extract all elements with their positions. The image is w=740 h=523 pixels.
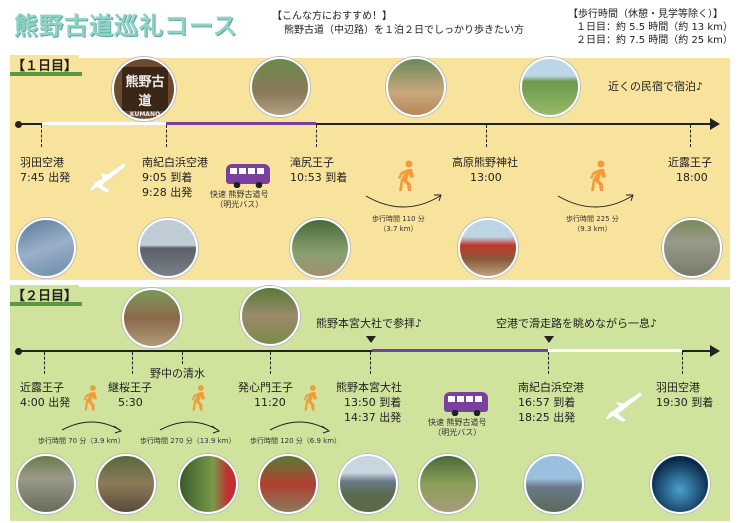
marker-hongu <box>366 336 376 343</box>
photo-d2-tsugizakura-torii <box>96 454 156 514</box>
day2-arrowhead <box>710 345 720 357</box>
day1-bus-label: 快速 熊野古道号 （明光バス） <box>210 190 269 209</box>
airplane-icon <box>89 162 127 194</box>
stop-d2-shirahama: 南紀白浜空港 16:57 到着 18:25 出発 <box>518 381 584 424</box>
photo-hongu-grounds <box>338 454 398 514</box>
day1-arrowhead <box>710 118 720 130</box>
photo-shirahama-runway <box>524 454 584 514</box>
page-title: 熊野古道巡礼コース <box>14 12 238 40</box>
photo-takijiri-torii <box>290 218 350 278</box>
walk-arc-d2-2 <box>159 421 221 434</box>
walk-arc-d2-1 <box>61 421 123 434</box>
photo-kumano-kodo-sign: 熊野古道 KUMANO KODO <box>112 57 176 121</box>
walking-person-icon <box>398 160 414 191</box>
day1-note: 近くの民宿で宿泊♪ <box>608 80 704 93</box>
day2-flight-segment <box>548 349 682 352</box>
walk-label-2: 歩行時間 225 分 （9.3 km） <box>566 215 619 233</box>
walking-time-day2: ２日目：約 7.5 時間（約 25 km） <box>576 35 733 46</box>
sign-sub: KUMANO KODO <box>129 111 161 119</box>
stop-hongu-taisha: 熊野本宮大社 13:50 到着 14:37 出発 <box>336 381 402 424</box>
tick-d2-nonaka <box>182 352 183 364</box>
photo-chikatsuyu-stone <box>662 218 722 278</box>
recommend-box: 【こんな方におすすめ！】 熊野古道（中辺路）を１泊２日でしっかり歩きたい方 <box>272 10 524 38</box>
day1-start-dot <box>15 121 22 128</box>
stop-takahara: 高原熊野神社 13:00 <box>452 156 518 184</box>
day1-label-underline <box>10 72 82 76</box>
bus-icon <box>226 164 270 188</box>
bus-icon <box>444 392 488 416</box>
photo-haneda-night <box>650 454 710 514</box>
tick-chikatsuyu <box>690 125 691 147</box>
photo-takahara-shrine <box>458 218 518 278</box>
photo-hosshinmon <box>258 454 318 514</box>
walk-label-d2-2: 歩行時間 270 分（13.9 km） <box>140 437 236 445</box>
walk-arc-d2-3 <box>269 421 331 434</box>
walk-arc-1 <box>365 194 442 208</box>
walk-label-1: 歩行時間 110 分 （3.7 km） <box>372 215 425 233</box>
tick-d2-chikatsuyu <box>44 352 45 374</box>
stop-haneda: 羽田空港 7:45 出発 <box>20 156 71 184</box>
stop-d2-haneda: 羽田空港 19:30 到着 <box>656 381 714 409</box>
recommend-heading: 【こんな方におすすめ！】 <box>272 11 392 22</box>
marker-airport <box>544 336 554 343</box>
day2-timeline <box>18 350 710 352</box>
day1-bus-segment <box>166 122 316 125</box>
photo-forest-path <box>240 286 300 346</box>
photo-nonaka-shimizu <box>178 454 238 514</box>
walk-label-d2-3: 歩行時間 120 分（6.9 km） <box>250 437 342 445</box>
day2-bus-segment <box>372 349 548 352</box>
stop-tsugizakura: 継桜王子 5:30 <box>108 381 152 409</box>
walking-person-icon <box>303 385 317 411</box>
walking-person-icon <box>590 160 606 191</box>
stop-takijiri: 滝尻王子 10:53 到着 <box>290 156 348 184</box>
walking-time-day1: １日目：約 5.5 時間（約 13 km） <box>576 22 733 33</box>
photo-hongu-shrine <box>418 454 478 514</box>
airplane-icon <box>605 391 643 423</box>
walk-arc-2 <box>557 194 634 208</box>
photo-shirahama-airport <box>138 218 198 278</box>
tick-d2-haneda <box>682 352 683 374</box>
tick-takijiri <box>316 125 317 147</box>
photo-d2-chikatsuyu <box>16 454 76 514</box>
walking-time-box: 【歩行時間（休憩・見学等除く）】 １日目：約 5.5 時間（約 13 km） ２… <box>568 8 733 47</box>
photo-rest-bench <box>386 57 446 117</box>
tick-d2-shirahama <box>548 352 549 374</box>
photo-takijiri <box>250 57 310 117</box>
tick-d2-hongu <box>370 352 371 374</box>
walking-person-icon <box>191 385 205 411</box>
tick-shirahama <box>166 125 167 147</box>
sign-text: 熊野古道 <box>125 75 165 109</box>
photo-village-field <box>520 57 580 117</box>
tick-haneda <box>41 125 42 147</box>
recommend-text: 熊野古道（中辺路）を１泊２日でしっかり歩きたい方 <box>284 25 524 36</box>
stop-d2-chikatsuyu: 近露王子 4:00 出発 <box>20 381 71 409</box>
tick-d2-tsugizakura <box>132 352 133 374</box>
day2-label: 【２日目】 <box>10 285 80 304</box>
day1-timeline <box>18 123 710 125</box>
stop-hosshinmon: 発心門王子 11:20 <box>238 381 293 409</box>
tick-takahara <box>486 125 487 147</box>
walking-time-heading: 【歩行時間（休憩・見学等除く）】 <box>568 9 723 20</box>
day2-note1: 熊野本宮大社で参拝♪ <box>316 317 423 330</box>
stop-nonaka-no-shimizu: 野中の清水 <box>150 367 205 380</box>
photo-tsugizakura <box>122 288 182 348</box>
stop-nanki-shirahama: 南紀白浜空港 9:05 到着 9:28 出発 <box>142 156 208 199</box>
day1-flight-segment <box>42 122 166 125</box>
day2-bus-label: 快速 熊野古道号 （明光バス） <box>428 418 487 437</box>
walking-person-icon <box>83 385 97 411</box>
day2-start-dot <box>15 348 22 355</box>
day2-note2: 空港で滑走路を眺めながら一息♪ <box>496 317 658 330</box>
stop-chikatsuyu: 近露王子 18:00 <box>668 156 712 184</box>
photo-haneda-aerial <box>16 218 76 278</box>
day2-label-underline <box>10 302 82 306</box>
day1-label: 【１日目】 <box>10 55 80 74</box>
walk-label-d2-1: 歩行時間 70 分（3.9 km） <box>38 437 125 445</box>
tick-d2-hosshinmon <box>270 352 271 374</box>
